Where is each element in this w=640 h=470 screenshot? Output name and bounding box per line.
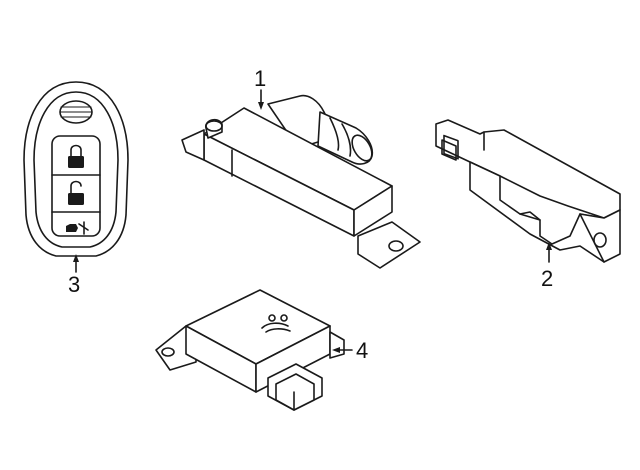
trunk-icon <box>66 221 89 235</box>
callout-2-label: 2 <box>541 266 553 291</box>
sensor-logo-icon <box>261 314 291 333</box>
brand-logo-icon <box>59 100 93 124</box>
lock-open-icon <box>68 180 84 205</box>
part-1-antenna-unit <box>181 94 421 269</box>
part-2-bracket-module <box>435 119 621 263</box>
callout-4-label: 4 <box>356 338 368 363</box>
callout-1-label: 1 <box>254 66 266 91</box>
part-4-sensor-module <box>155 289 345 411</box>
key-fob <box>23 81 129 257</box>
lock-closed-icon <box>68 144 84 168</box>
callout-3-label: 3 <box>68 272 80 297</box>
